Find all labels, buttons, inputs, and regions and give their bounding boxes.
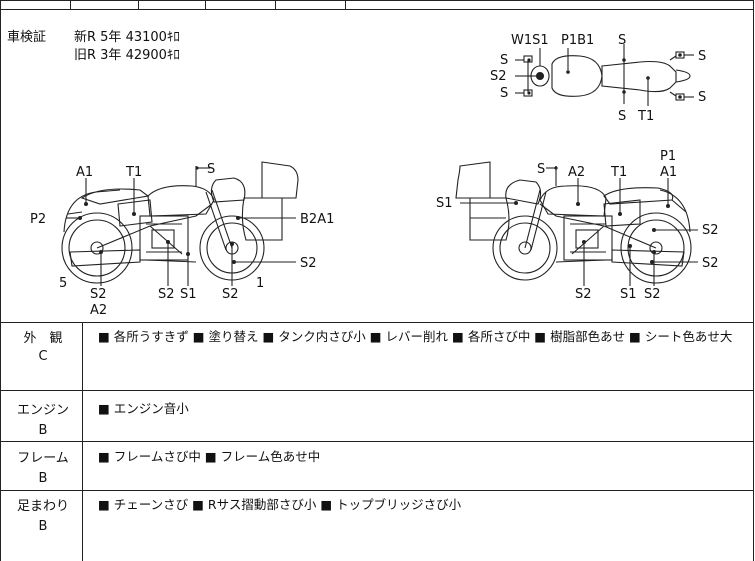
label-left-a2: A2 — [90, 303, 107, 318]
category-grade: B — [38, 423, 48, 438]
label-left-s1: S1 — [180, 287, 197, 302]
top-cell-divider — [205, 0, 206, 9]
category-notes: ■ エンジン音小 — [98, 401, 189, 416]
category-notes: ■ フレームさび中 ■ フレーム色あせ中 — [98, 449, 321, 464]
label-right-s-mirror: S — [537, 162, 545, 177]
top-cell-divider — [138, 0, 139, 9]
label-right-s1-b: S1 — [620, 287, 637, 302]
label-left-5: 5 — [59, 276, 67, 291]
label-top-s-bottom: S — [618, 109, 626, 124]
motorcycle-top-view — [515, 44, 694, 106]
label-right-s2-1: S2 — [702, 223, 719, 238]
label-top-s2-left: S2 — [490, 69, 507, 84]
category-notes: ■ チェーンさび ■ Rサス摺動部さび小 ■ トップブリッジさび小 — [98, 497, 462, 512]
label-left-s2-a: S2 — [90, 287, 107, 302]
label-top-s: S — [618, 33, 626, 48]
label-left-s-mirror: S — [207, 162, 215, 177]
label-top-w1s1: W1S1 — [511, 33, 549, 48]
label-top-s-left-1: S — [500, 53, 508, 68]
label-right-s2-2: S2 — [702, 256, 719, 271]
category-grade: B — [38, 519, 48, 534]
table-row-divider — [0, 441, 754, 442]
label-top-t1: T1 — [637, 109, 654, 124]
label-right-p1: P1 — [660, 149, 676, 164]
label-top-p1b1: P1B1 — [561, 33, 594, 48]
label-right-a2: A2 — [568, 165, 585, 180]
motorcycle-left-side-view — [61, 161, 299, 286]
inspection-old-mileage: 旧R 3年 42900ｷﾛ — [74, 48, 180, 63]
category-grade: B — [38, 471, 48, 486]
label-right-t1: T1 — [610, 165, 627, 180]
category-grade: C — [38, 349, 48, 364]
table-top-border — [0, 322, 754, 323]
label-left-b2a1: B2A1 — [300, 212, 334, 227]
label-left-t1: T1 — [125, 165, 142, 180]
top-row-bottom-border — [0, 9, 754, 10]
label-right-a1: A1 — [660, 165, 677, 180]
category-name: フレーム — [17, 451, 69, 466]
label-left-s2-c: S2 — [222, 287, 239, 302]
table-row-divider — [0, 390, 754, 391]
top-cell-divider — [275, 0, 276, 9]
category-name: 外 観 — [23, 331, 63, 346]
motorcycle-damage-diagrams: W1S1 P1B1 S S S2 S S S S T1 A1 T1 S P2 B… — [30, 33, 719, 318]
label-top-s-left-2: S — [500, 86, 508, 101]
label-left-1: 1 — [256, 276, 264, 291]
top-border — [0, 0, 754, 1]
label-right-s2-b: S2 — [644, 287, 661, 302]
category-name: 足まわり — [16, 499, 69, 514]
label-left-s2-right: S2 — [300, 256, 317, 271]
label-top-s-right-2: S — [698, 90, 706, 105]
label-left-p2: P2 — [30, 212, 46, 227]
label-right-s1: S1 — [436, 196, 453, 211]
inspection-new-mileage: 新R 5年 43100ｷﾛ — [74, 30, 180, 45]
category-notes: ■ 各所うすきず ■ 塗り替え ■ タンク内さび小 ■ レバー削れ ■ 各所さび… — [98, 329, 733, 344]
label-right-s2-a: S2 — [575, 287, 592, 302]
label-left-a1: A1 — [76, 165, 93, 180]
right-border — [753, 0, 754, 561]
table-row-divider — [0, 490, 754, 491]
category-name: エンジン — [16, 403, 69, 418]
top-cell-divider — [345, 0, 346, 9]
motorcycle-right-side-view — [455, 161, 698, 286]
label-top-s-right-1: S — [698, 49, 706, 64]
label-left-s2-b: S2 — [158, 287, 175, 302]
top-cell-divider — [70, 0, 71, 9]
left-border — [0, 0, 1, 561]
inspection-label: 車検証 — [7, 30, 47, 45]
